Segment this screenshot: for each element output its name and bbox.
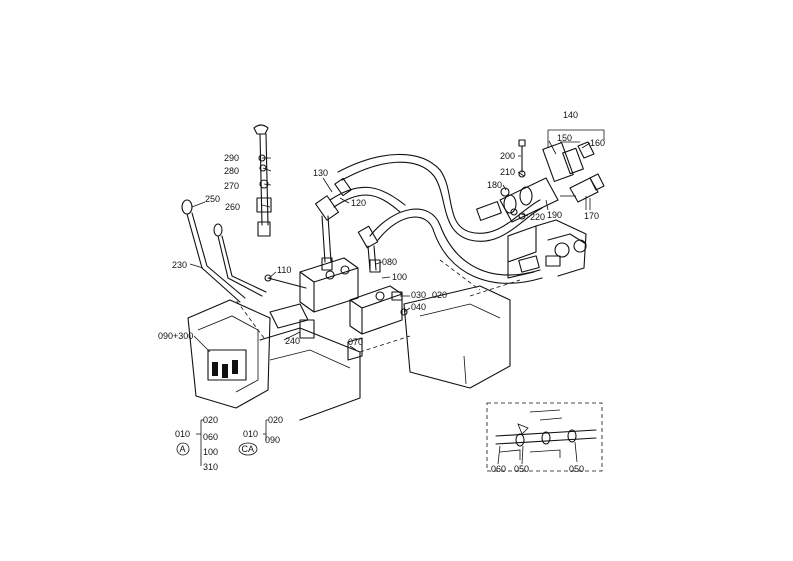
- callout-130: 130: [313, 168, 328, 178]
- callout-230: 230: [172, 260, 187, 270]
- callout-210: 210: [500, 167, 515, 177]
- callout-180: 180: [487, 180, 502, 190]
- callout-190: 190: [547, 210, 562, 220]
- legend-ca-item-2: 090: [265, 435, 280, 445]
- hydraulic-hoses: [314, 153, 543, 284]
- legend-a-item-2: 060: [203, 432, 218, 442]
- callout-120: 120: [351, 198, 366, 208]
- callout-030: 030: [411, 290, 426, 300]
- legend-a: 010 020 060 100 310 A: [175, 415, 218, 472]
- legend-a-item-4: 310: [203, 462, 218, 472]
- callout-110: 110: [277, 265, 291, 275]
- inset-label-050a: 050: [514, 464, 529, 474]
- legend-ca-symbol-label: CA: [242, 444, 255, 454]
- callout-070: 070: [348, 337, 363, 347]
- legend-a-symbol-label: A: [180, 444, 186, 454]
- legend-a-root: 010: [175, 429, 190, 439]
- callout-150: 150: [557, 133, 572, 143]
- callout-280: 280: [224, 166, 239, 176]
- legend-a-symbol: [176, 442, 190, 456]
- detail-inset: [486, 402, 603, 472]
- callout-040: 040: [411, 302, 426, 312]
- legend-ca-item-1: 020: [268, 415, 283, 425]
- callout-200: 200: [500, 151, 515, 161]
- inset-label-060: 060: [491, 464, 506, 474]
- legend-a-item-1: 020: [203, 415, 218, 425]
- callout-080: 080: [382, 257, 397, 267]
- callout-100: 100: [392, 272, 407, 282]
- callout-240: 240: [285, 336, 300, 346]
- legend-a-item-3: 100: [203, 447, 218, 457]
- callout-labels: 140 150 160 200 210 180 220 190 170 290 …: [158, 110, 605, 347]
- callout-220: 220: [530, 212, 545, 222]
- callout-140: 140: [563, 110, 578, 120]
- tractor-body: [187, 259, 521, 421]
- legend-ca: 010 020 090 CA: [238, 415, 283, 456]
- lever-assembly: [181, 124, 272, 303]
- right-bracket: [507, 219, 587, 279]
- callout-020: 020: [432, 290, 447, 300]
- callout-160: 160: [590, 138, 605, 148]
- legend-ca-symbol: [238, 442, 258, 456]
- control-valve: [264, 257, 408, 361]
- callout-270: 270: [224, 181, 239, 191]
- callout-260: 260: [225, 202, 240, 212]
- coupler-assembly: [499, 129, 605, 223]
- callout-170: 170: [584, 211, 599, 221]
- legend-ca-root: 010: [243, 429, 258, 439]
- callout-250: 250: [205, 194, 220, 204]
- inset-labels: 060 050 050: [491, 464, 584, 474]
- callout-290: 290: [224, 153, 239, 163]
- inset-label-050b: 050: [569, 464, 584, 474]
- leader-lines: [189, 140, 591, 353]
- callout-090-300: 090+300: [158, 331, 193, 341]
